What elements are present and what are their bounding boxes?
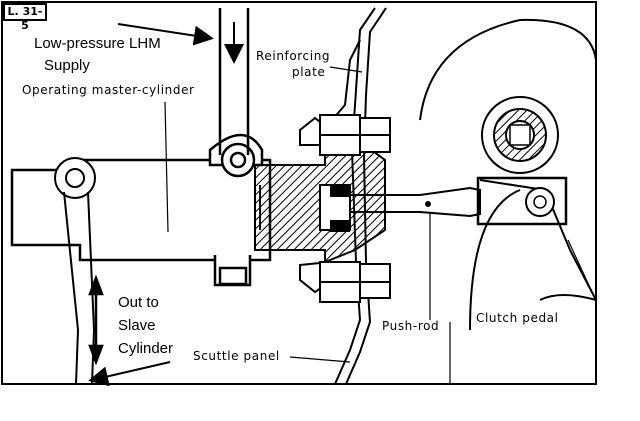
out-double-arrow: [88, 274, 104, 366]
leader-lines: [164, 66, 593, 384]
clevis: [476, 176, 568, 226]
label-scuttle-panel: Scuttle panel: [193, 349, 280, 363]
pedal-pivot-shaft: [481, 96, 559, 174]
label-reinforcing-plate-line1: Reinforcing: [256, 49, 331, 63]
supply-pipe: [218, 8, 250, 155]
bracket-inner-curve: [469, 189, 521, 331]
label-push-rod: Push-rod: [382, 319, 440, 333]
supply-flow-arrow: [117, 23, 214, 46]
upper-mounting-stud: [299, 114, 391, 156]
label-reinforcing-plate-line2: plate: [292, 65, 326, 79]
label-operating-master-cylinder: Operating master-cylinder: [22, 83, 195, 97]
label-out-line2: Slave: [118, 317, 156, 334]
lower-mounting-stud: [299, 260, 391, 303]
master-cylinder-body: [10, 133, 272, 287]
out-flow-arrow: [88, 361, 171, 387]
cylinder-flange-section: [254, 137, 386, 264]
figure-reference-box: L. 31-5: [3, 3, 47, 32]
label-out-line1: Out to: [118, 294, 159, 311]
pedal-bracket-outline: [419, 18, 597, 302]
clutch-pedal-arm: [479, 179, 597, 301]
label-clutch-pedal: Clutch pedal: [476, 311, 559, 325]
outlet-pipe: [63, 191, 96, 385]
label-low-pressure-line2: Supply: [44, 57, 90, 74]
label-out-line3: Cylinder: [118, 340, 174, 357]
outlet-banjo: [54, 157, 96, 199]
label-low-pressure-line1: Low-pressure LHM: [34, 35, 161, 52]
